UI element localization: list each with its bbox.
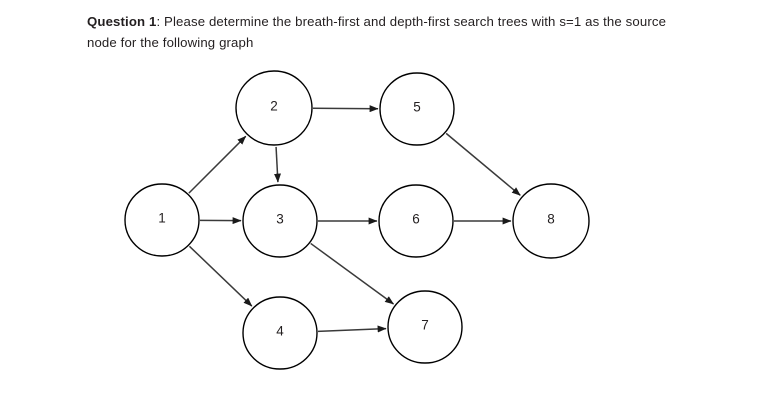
graph-node-5[interactable]: 5 [379, 72, 455, 146]
graph-node-label-7: 7 [421, 318, 429, 333]
graph-node-label-1: 1 [158, 211, 166, 226]
graph-edge-1-to-4 [188, 245, 253, 307]
graph-node-circle-6 [378, 184, 454, 258]
graph-node-circle-4 [242, 296, 318, 370]
graph-node-circle-5 [379, 72, 455, 146]
graph-node-label-4: 4 [276, 324, 284, 339]
graph-edge-1-to-2 [188, 135, 247, 194]
graph-svg-canvas: 1 2 3 4 5 6 7 8 [124, 70, 590, 370]
question-label: Question 1 [87, 14, 157, 29]
question-header: Question 1: Please determine the breath-… [87, 11, 687, 53]
graph-node-circle-1 [124, 183, 200, 257]
graph-edge-2-to-3 [273, 146, 281, 183]
graph-edge-4-to-7 [317, 325, 387, 333]
graph-edge-3-to-7 [310, 242, 395, 305]
graph-node-label-8: 8 [547, 212, 555, 227]
graph-node-circle-2 [235, 70, 313, 146]
graph-node-label-2: 2 [270, 99, 278, 114]
question-text: : Please determine the breath-first and … [87, 14, 667, 50]
graph-node-4[interactable]: 4 [242, 296, 318, 370]
graph-edges-layer [188, 105, 521, 333]
graph-edge-5-to-8 [445, 132, 521, 196]
graph-node-circle-7 [387, 290, 463, 364]
graph-node-6[interactable]: 6 [378, 184, 454, 258]
graph-nodes-layer: 1 2 3 4 5 6 7 8 [124, 70, 590, 370]
graph-node-label-3: 3 [276, 212, 284, 227]
graph-node-label-6: 6 [412, 212, 420, 227]
graph-figure: 1 2 3 4 5 6 7 8 [0, 62, 774, 402]
graph-node-circle-3 [242, 184, 318, 258]
graph-node-circle-8 [512, 183, 590, 259]
graph-node-8[interactable]: 8 [512, 183, 590, 259]
graph-node-label-5: 5 [413, 100, 421, 115]
graph-node-7[interactable]: 7 [387, 290, 463, 364]
graph-node-1[interactable]: 1 [124, 183, 200, 257]
graph-node-3[interactable]: 3 [242, 184, 318, 258]
graph-node-2[interactable]: 2 [235, 70, 313, 146]
